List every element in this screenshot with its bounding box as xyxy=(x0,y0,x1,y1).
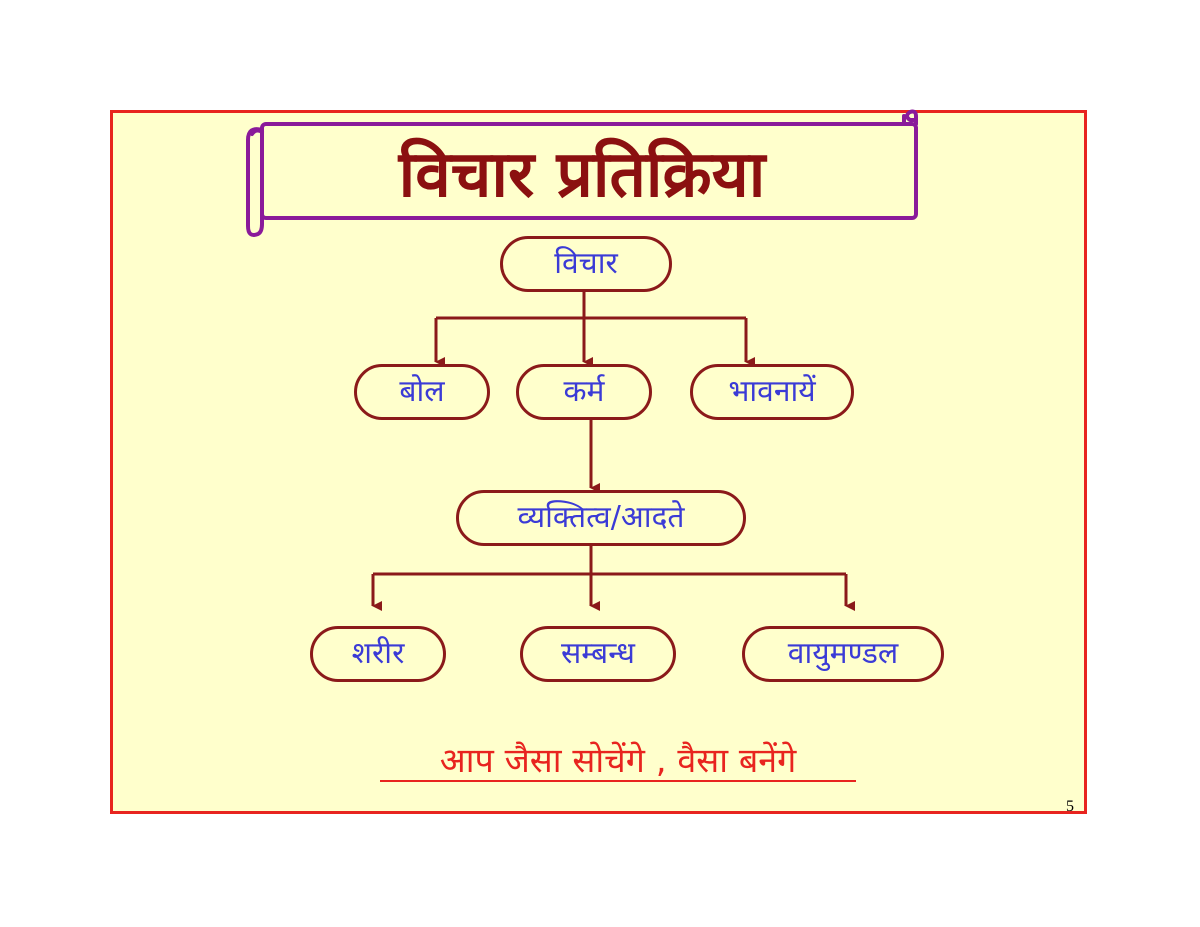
slide-frame xyxy=(110,110,1087,814)
tagline: आप जैसा सोचेंगे , वैसा बनेंगे xyxy=(380,738,856,782)
node-sambandh: सम्बन्ध xyxy=(520,626,676,682)
page-title: विचार प्रतिक्रिया xyxy=(398,137,766,212)
node-bol: बोल xyxy=(354,364,490,420)
page-number: 5 xyxy=(1066,798,1074,815)
node-vichar: विचार xyxy=(500,236,672,292)
node-sharir: शरीर xyxy=(310,626,446,682)
node-karm: कर्म xyxy=(516,364,652,420)
node-vayumandal: वायुमण्डल xyxy=(742,626,944,682)
node-bhavnayen: भावनायें xyxy=(690,364,854,420)
node-vyaktitva: व्यक्तित्व/आदते xyxy=(456,490,746,546)
